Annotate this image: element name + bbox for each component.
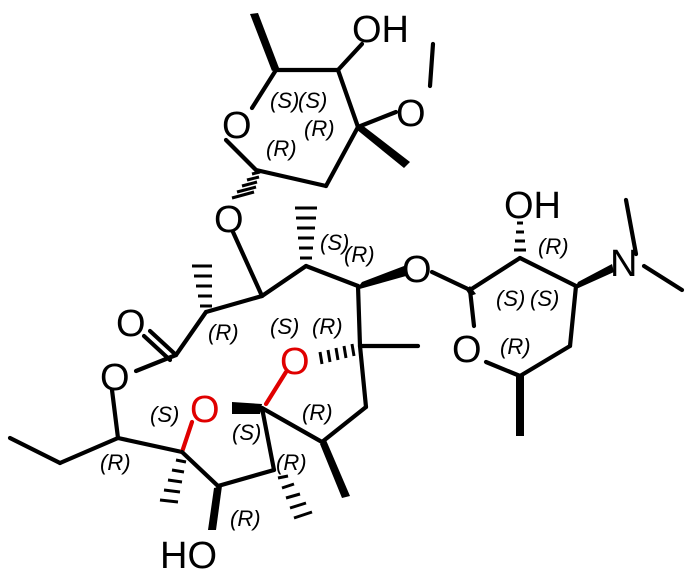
stereo-label: (S)	[496, 286, 525, 311]
hash-bond	[231, 170, 261, 200]
stereo-label: (S)	[320, 230, 349, 255]
hash-bond	[318, 343, 356, 365]
atom-oxygen-desosamine-ring: O	[452, 329, 482, 371]
bond	[303, 263, 361, 289]
stereo-label: (R)	[100, 450, 131, 475]
bond	[641, 263, 685, 293]
bond	[355, 283, 363, 349]
stereo-label: (S)	[150, 402, 179, 427]
bond	[203, 293, 265, 315]
hash-bond	[514, 221, 526, 252]
bond	[253, 167, 329, 189]
atom-hydroxyl-top: OH	[352, 9, 409, 51]
stereo-label: (R)	[500, 334, 531, 359]
bond	[467, 255, 523, 293]
bond	[335, 41, 365, 73]
bond	[427, 41, 436, 89]
bond	[323, 124, 361, 189]
wedge-bond	[208, 486, 222, 530]
atom-hydroxyl-desosamine: OH	[504, 185, 561, 227]
atom-oxygen-bridge-lower: O	[190, 389, 220, 431]
wedge-bond	[356, 125, 410, 168]
wedge-bond	[232, 402, 262, 414]
bond	[567, 283, 579, 349]
atom-oxygen-methoxy: O	[396, 93, 426, 135]
wedge-bond	[516, 376, 524, 436]
bond	[259, 405, 277, 473]
stereo-label: (R)	[230, 506, 261, 531]
wedge-bond	[250, 13, 279, 71]
atom-nitrogen-dimethyl: N	[610, 243, 637, 285]
bond	[57, 435, 121, 466]
bond	[7, 435, 63, 466]
bond	[141, 333, 173, 363]
atom-oxygen-bridge-upper: O	[280, 341, 310, 383]
atom-oxygen-carbonyl: O	[116, 303, 146, 345]
hash-bond	[295, 206, 317, 260]
atom-hydroxyl-bottom: HO	[160, 535, 217, 577]
stereo-label: (S)	[270, 314, 299, 339]
stereo-label: (R)	[208, 320, 239, 345]
bond	[249, 67, 279, 111]
wedge-bond	[320, 440, 350, 498]
bonds	[7, 13, 685, 530]
bond	[109, 387, 121, 441]
bond	[517, 343, 573, 379]
bond	[259, 263, 309, 299]
bond	[467, 287, 477, 329]
atom-oxygen-lactone: O	[100, 357, 130, 399]
bond	[355, 109, 399, 130]
bond	[230, 229, 265, 299]
hash-bond	[159, 458, 187, 504]
bond	[147, 328, 179, 358]
bond	[173, 309, 209, 358]
bond	[335, 67, 361, 130]
stereo-label: (S)	[530, 286, 559, 311]
atom-oxygen-sugar-ring: O	[222, 105, 252, 147]
stereo-label: (R)	[344, 242, 375, 267]
bond	[429, 269, 473, 293]
bond	[215, 467, 277, 489]
hash-bond	[192, 264, 212, 308]
bond	[115, 435, 185, 455]
atom-oxygen-glycosidic-left: O	[214, 199, 244, 241]
stereo-labels: (S) (S) (R) (R) (S) (R) (R) (S) (R) (R) …	[100, 88, 569, 531]
bond	[133, 352, 179, 374]
bond	[259, 405, 325, 445]
bond	[623, 197, 639, 257]
atom-labels: OH O O O O O O O O OH N O HO	[100, 9, 637, 577]
bond	[319, 404, 369, 445]
wedge-bond	[574, 264, 614, 290]
stereo-label: (R)	[276, 450, 307, 475]
bond	[179, 419, 195, 455]
bond	[179, 449, 221, 489]
stereo-label: (R)	[538, 234, 569, 259]
atom-oxygen-glycosidic-right: O	[402, 249, 432, 291]
stereo-label: (R)	[304, 116, 335, 141]
bond	[357, 343, 369, 410]
bond	[483, 359, 523, 379]
hash-bond	[277, 474, 313, 520]
stereo-label: (R)	[312, 314, 343, 339]
bond	[517, 255, 579, 289]
wedge-bond	[356, 266, 406, 290]
stereo-label: (S)	[232, 420, 261, 445]
bond	[223, 137, 259, 173]
stereo-label: (S)	[270, 88, 299, 113]
stereo-label: (R)	[266, 136, 297, 161]
bond	[263, 369, 289, 407]
stereo-label: (S)	[298, 88, 327, 113]
stereo-label: (R)	[302, 400, 333, 425]
